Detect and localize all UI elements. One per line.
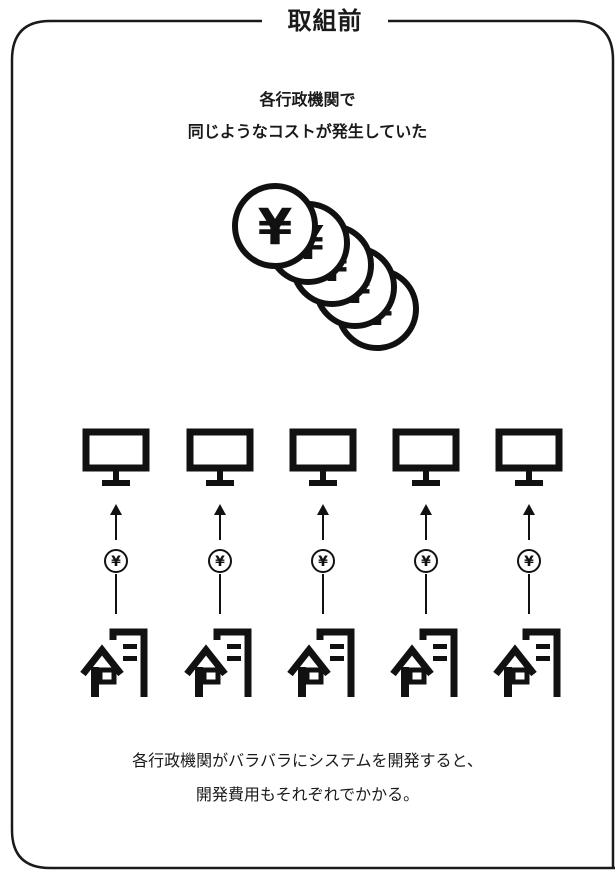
description-line-2: 開発費用もそれぞれでかかる。 [195,785,420,804]
heading: 各行政機関で 同じようなコストが発生していた [0,84,615,148]
agency-column: ¥ [80,418,152,708]
building-icon [287,628,355,697]
yen-coin-icon: ¥ [517,549,541,573]
agency-column: ¥ [390,418,462,708]
svg-text:¥: ¥ [318,554,328,570]
agency-column: ¥ [184,418,256,708]
svg-text:¥: ¥ [258,198,293,256]
arrow-up-icon [317,504,329,540]
agency-column: ¥ [493,418,565,708]
yen-coin-icon: ¥ [232,183,318,269]
heading-line-1: 各行政機関で [259,90,356,109]
monitor-icon [82,428,150,486]
arrow-up-icon [523,504,535,540]
agency-column: ¥ [287,418,359,708]
building-icon [390,628,458,697]
description-line-1: 各行政機関がバラバラにシステムを開発すると、 [132,751,483,770]
arrow-up-icon [420,504,432,540]
arrow-up-icon [110,504,122,540]
monitor-icon [495,428,563,486]
svg-text:¥: ¥ [111,554,121,570]
building-icon [80,628,148,697]
description: 各行政機関がバラバラにシステムを開発すると、 開発費用もそれぞれでかかる。 [0,744,615,812]
yen-coin-icon: ¥ [414,549,438,573]
building-icon [184,628,252,697]
monitor-icon [289,428,357,486]
monitor-icon [186,428,254,486]
arrow-up-icon [214,504,226,540]
yen-coins-stack-icon: ¥ ¥ ¥ ¥ ¥ [232,183,419,351]
yen-coin-icon: ¥ [311,549,335,573]
svg-text:¥: ¥ [421,554,431,570]
building-icon [493,628,561,697]
heading-line-2: 同じようなコストが発生していた [187,122,428,141]
yen-coin-icon: ¥ [208,549,232,573]
svg-text:¥: ¥ [524,554,534,570]
panel-title: 取組前 [262,1,388,41]
monitor-icon [392,428,460,486]
svg-text:¥: ¥ [215,554,225,570]
agency-systems: ¥ ¥ [80,418,580,708]
yen-coin-icon: ¥ [104,549,128,573]
